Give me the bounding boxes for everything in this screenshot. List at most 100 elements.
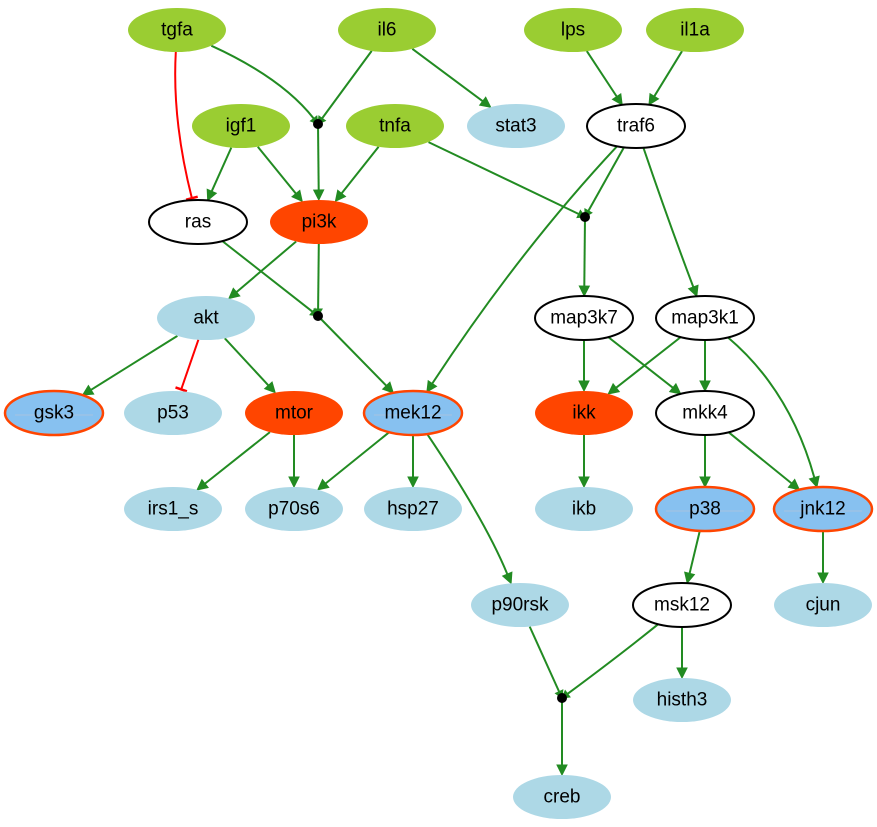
node-mtor-label: mtor bbox=[275, 403, 314, 424]
node-p38-label: p38 bbox=[689, 499, 721, 520]
node-il6-shape bbox=[338, 8, 436, 52]
edge-jnk12-to-cjun bbox=[817, 531, 829, 585]
edge-pi3k-to-akt bbox=[228, 240, 297, 300]
node-p53: p53 bbox=[124, 391, 222, 435]
edge-mek12-to-hsp27 bbox=[407, 435, 419, 489]
node-map3k1: map3k1 bbox=[655, 295, 755, 341]
node-ikk-shape bbox=[535, 391, 633, 435]
node-lps: lps bbox=[524, 8, 622, 52]
node-tnfa-label: tnfa bbox=[379, 116, 411, 137]
node-map3k7: map3k7 bbox=[534, 295, 634, 341]
edge-akt-to-gsk3 bbox=[81, 335, 178, 396]
edge-igf1-to-ras bbox=[206, 147, 233, 202]
edge-igf1-to-pi3k bbox=[257, 146, 303, 203]
edge-tnfa-to-pi3k bbox=[334, 146, 380, 203]
edge-tgfa-to-ras bbox=[174, 51, 199, 201]
edge-mek12-to-p90rsk bbox=[426, 433, 513, 585]
node-p38: p38 bbox=[654, 485, 756, 533]
edge-traf6-to-and_tnfa_traf6 bbox=[584, 146, 625, 218]
node-mkk4-shape bbox=[655, 390, 755, 436]
node-mkk4: mkk4 bbox=[655, 390, 755, 436]
node-p70s6-label: p70s6 bbox=[268, 499, 320, 520]
node-cjun: cjun bbox=[774, 583, 872, 627]
node-mek12-label: mek12 bbox=[384, 403, 441, 424]
node-mtor: mtor bbox=[245, 391, 343, 435]
edge-il6-to-stat3 bbox=[411, 47, 492, 108]
junction-and_p90rsk_msk12 bbox=[557, 693, 567, 703]
edge-and_p90rsk_msk12-to-creb bbox=[556, 698, 568, 777]
node-pi3k-shape bbox=[270, 200, 368, 244]
node-hsp27-shape bbox=[364, 487, 462, 531]
edge-mkk4-to-p38 bbox=[699, 435, 711, 489]
node-ras-shape bbox=[148, 199, 248, 245]
node-ikb-shape bbox=[535, 487, 633, 531]
node-ikb: ikb bbox=[535, 487, 633, 531]
edge-akt-to-p53 bbox=[175, 339, 200, 393]
node-gsk3: gsk3 bbox=[3, 389, 105, 437]
node-p70s6: p70s6 bbox=[245, 487, 343, 531]
edge-map3k1-to-mkk4 bbox=[699, 340, 711, 393]
node-lps-shape bbox=[524, 8, 622, 52]
node-pi3k-label: pi3k bbox=[302, 212, 337, 233]
node-mtor-shape bbox=[245, 391, 343, 435]
edge-mek12-to-p70s6 bbox=[316, 431, 390, 491]
node-histh3: histh3 bbox=[633, 678, 731, 722]
node-il1a-shape bbox=[646, 8, 744, 52]
edge-akt-to-mtor bbox=[224, 337, 276, 394]
node-creb: creb bbox=[513, 775, 611, 819]
node-traf6: traf6 bbox=[586, 103, 686, 149]
junctions-layer bbox=[313, 119, 590, 703]
node-irs1_s-label: irs1_s bbox=[148, 499, 199, 520]
edge-msk12-to-histh3 bbox=[676, 627, 688, 680]
node-igf1-label: igf1 bbox=[226, 116, 257, 137]
edge-map3k1-to-jnk12 bbox=[727, 336, 820, 489]
node-creb-label: creb bbox=[544, 787, 581, 808]
edge-il1a-to-traf6 bbox=[648, 50, 683, 106]
node-mkk4-label: mkk4 bbox=[682, 403, 728, 424]
node-akt: akt bbox=[157, 296, 255, 340]
node-p90rsk-label: p90rsk bbox=[491, 595, 549, 616]
node-akt-label: akt bbox=[193, 308, 219, 329]
edge-and_tgfa_il6-to-pi3k bbox=[312, 123, 325, 202]
node-il6: il6 bbox=[338, 8, 436, 52]
node-histh3-label: histh3 bbox=[657, 690, 708, 711]
node-p38-shape bbox=[654, 485, 756, 533]
nodes-layer: tgfa il6 lps il1a igf1 tnfa stat3 traf6 ras pi3k a… bbox=[3, 8, 874, 819]
edge-ikk-to-ikb bbox=[578, 435, 590, 489]
node-msk12: msk12 bbox=[632, 582, 732, 628]
node-ras: ras bbox=[148, 199, 248, 245]
edge-lps-to-traf6 bbox=[585, 50, 623, 106]
edge-and_ras_pi3k-to-mek12 bbox=[317, 315, 395, 394]
node-irs1_s-shape bbox=[124, 487, 222, 531]
node-histh3-shape bbox=[633, 678, 731, 722]
junction-and_tgfa_il6 bbox=[313, 119, 323, 129]
node-p53-shape bbox=[124, 391, 222, 435]
node-gsk3-label: gsk3 bbox=[34, 403, 74, 424]
node-il1a: il1a bbox=[646, 8, 744, 52]
node-tgfa-label: tgfa bbox=[161, 20, 193, 41]
node-msk12-shape bbox=[632, 582, 732, 628]
node-p70s6-shape bbox=[245, 487, 343, 531]
node-il6-label: il6 bbox=[377, 20, 396, 41]
node-creb-shape bbox=[513, 775, 611, 819]
edge-traf6-to-map3k1 bbox=[642, 147, 699, 298]
node-tgfa: tgfa bbox=[128, 8, 226, 52]
node-mek12: mek12 bbox=[362, 389, 464, 437]
node-akt-shape bbox=[157, 296, 255, 340]
node-msk12-label: msk12 bbox=[654, 595, 710, 616]
node-ikk-label: ikk bbox=[572, 403, 596, 424]
junction-and_ras_pi3k bbox=[313, 311, 323, 321]
junction-and_tnfa_traf6 bbox=[580, 212, 590, 222]
node-stat3: stat3 bbox=[467, 104, 565, 148]
edge-mtor-to-irs1_s bbox=[196, 431, 271, 491]
edge-pi3k-to-and_ras_pi3k bbox=[313, 243, 323, 318]
node-tgfa-shape bbox=[128, 8, 226, 52]
edges-layer bbox=[81, 44, 829, 777]
node-cjun-shape bbox=[774, 583, 872, 627]
node-lps-label: lps bbox=[561, 20, 585, 41]
node-map3k7-shape bbox=[534, 295, 634, 341]
node-jnk12: jnk12 bbox=[772, 485, 874, 533]
node-p90rsk: p90rsk bbox=[471, 583, 569, 627]
edge-mkk4-to-jnk12 bbox=[728, 431, 801, 491]
